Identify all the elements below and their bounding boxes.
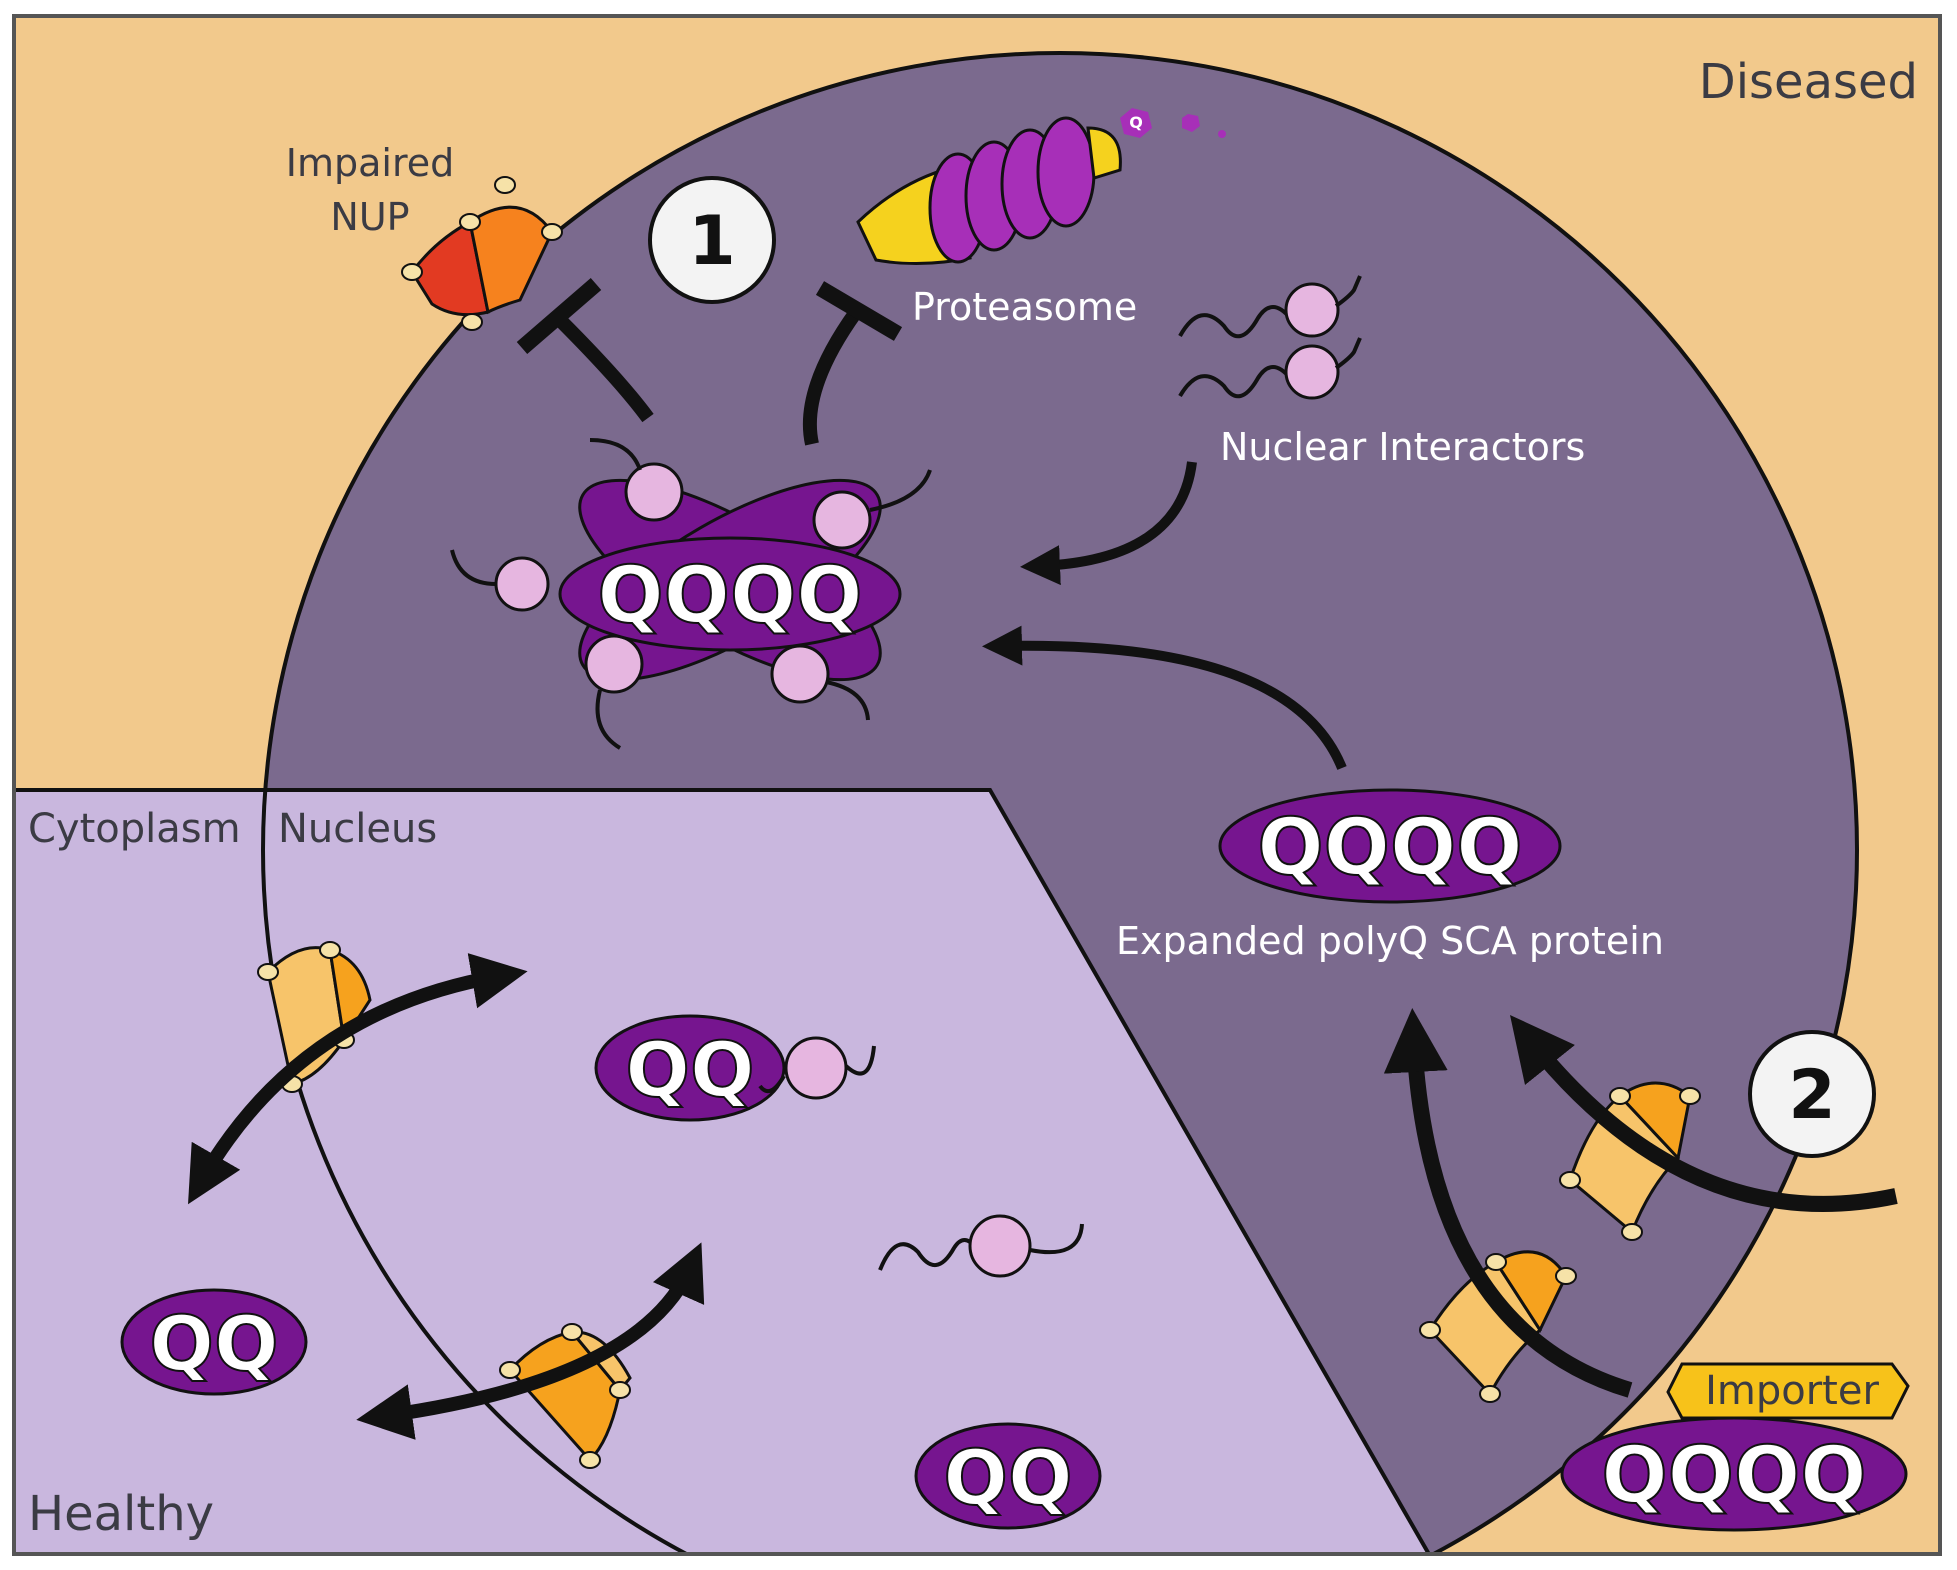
healthy-divider [14,788,1432,1554]
q-fragment-label: Q [1129,113,1143,132]
diseased-label: Diseased [1699,54,1918,110]
arrow-import-step2 [1510,1015,1898,1212]
healthy-interactor [878,1214,1084,1278]
polyq-aggregate: QQQQ [450,438,932,750]
nuclear-interactors-label: Nuclear Interactors [1220,425,1585,469]
healthy-protein-envelope: QQ [914,1422,1102,1530]
healthy-protein-nucleus-text: QQ [625,1025,754,1114]
shuttle-arrow-lower [356,1242,705,1440]
expanded-protein-nucleus: QQQQ [1218,788,1562,904]
impaired-nup-label-2: NUP [330,195,409,239]
arrow-import-importer [1383,1008,1633,1398]
aggregate-protein-text: QQQQ [597,551,862,641]
inhibition-arrow-nup [516,277,654,423]
expanded-protein-cytoplasm: QQQQ [1560,1416,1908,1532]
healthy-protein-envelope-text: QQ [943,1433,1072,1522]
healthy-protein-cytoplasm-text: QQ [149,1299,278,1388]
expanded-protein-label: Expanded polyQ SCA protein [1116,919,1664,963]
nuclear-pore-import-2 [1419,1250,1577,1403]
step-1-badge: 1 [648,176,776,304]
arrow-protein-to-aggregate [982,625,1347,770]
nuclear-pore-import-1 [1559,1081,1701,1241]
arrow-interactors-to-aggregate [1020,461,1197,586]
step-1-number: 1 [688,202,735,281]
nuclear-envelope [261,51,1859,1554]
step-2-badge: 2 [1748,1030,1876,1158]
importer-label: Importer [1705,1368,1879,1414]
step-2-number: 2 [1788,1056,1835,1135]
frame-border [12,14,1942,1556]
cytoplasm-label: Cytoplasm [28,806,241,852]
impaired-nup-icon [401,176,563,331]
expanded-protein-cytoplasm-text: QQQQ [1601,1431,1866,1521]
inhibition-arrow-proteasome [802,281,903,446]
q-fragment-icon: Q [1120,108,1226,138]
healthy-protein-nucleus: QQ [594,1014,876,1122]
impaired-nup-label-1: Impaired [286,141,454,185]
shuttle-arrow-upper [188,953,528,1205]
nuclear-interactor-2 [1178,337,1362,400]
proteasome-label: Proteasome [912,285,1137,329]
nuclear-interactor-1 [1178,275,1362,339]
healthy-label: Healthy [28,1486,214,1542]
nucleus-label: Nucleus [278,806,437,852]
expanded-protein-nucleus-text: QQQQ [1257,803,1522,893]
importer-icon: Importer [1666,1362,1910,1420]
proteasome-icon [856,116,1122,266]
healthy-protein-cytoplasm: QQ [120,1288,308,1396]
